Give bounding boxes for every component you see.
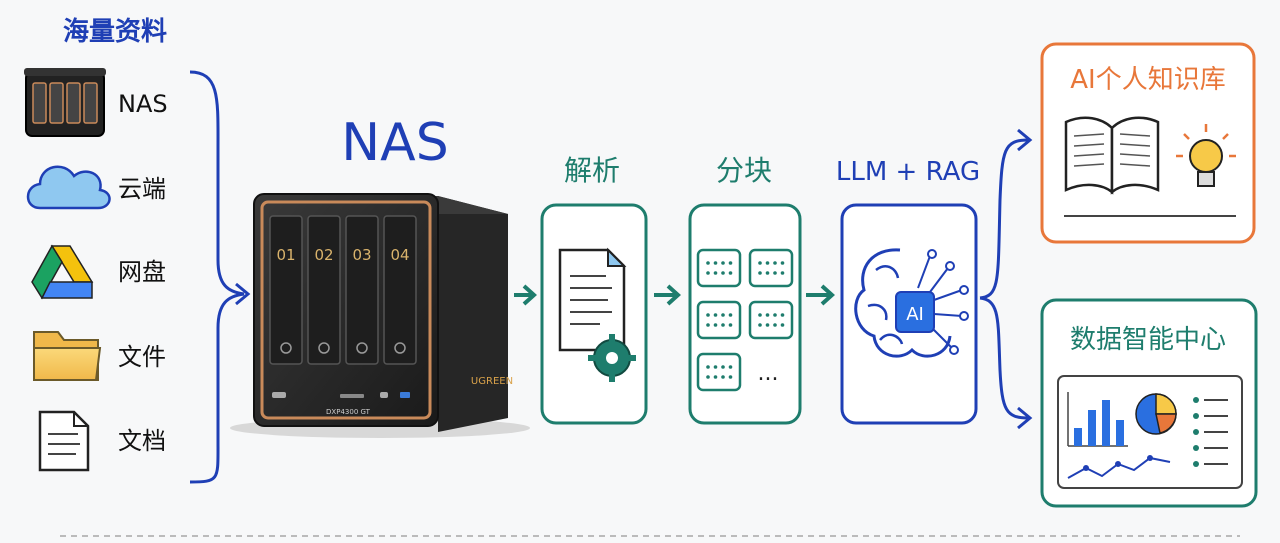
chunk-dot xyxy=(765,323,770,327)
chunk-dot xyxy=(713,323,718,327)
nas-title: NAS xyxy=(341,113,448,173)
chunks-icon xyxy=(696,248,794,392)
chunk-dot xyxy=(721,375,725,379)
chunk-dot xyxy=(758,313,762,317)
document-icon xyxy=(38,410,90,472)
sources-brace xyxy=(189,70,245,484)
chunk-dot xyxy=(780,271,785,275)
chunk-dot xyxy=(728,313,733,317)
source-label-document: 文档 xyxy=(118,427,166,455)
chunk-dot xyxy=(721,261,725,265)
chunk-tile xyxy=(696,300,742,340)
nas-icon xyxy=(24,68,106,137)
chunk-dot xyxy=(721,313,725,317)
nas-model: DXP4300 GT xyxy=(326,408,371,416)
chunk-dot xyxy=(773,313,777,317)
nas-brand: UGREEN xyxy=(471,376,513,387)
chunk-tile xyxy=(696,352,742,392)
source-label-nas: NAS xyxy=(118,90,168,118)
chunk-dot xyxy=(706,271,710,275)
source-label-cloud: 云端 xyxy=(118,175,166,203)
bay-label-1: 01 xyxy=(276,246,295,264)
folder-icon xyxy=(33,331,102,381)
arrow-nas-to-parse xyxy=(514,284,537,306)
chunk-dot xyxy=(728,271,733,275)
chunk-dot xyxy=(758,271,762,275)
chunk-dot xyxy=(728,375,733,379)
source-label-drive: 网盘 xyxy=(118,258,166,286)
chunk-dot xyxy=(758,261,762,265)
chunk-dot xyxy=(780,261,785,265)
arrow-parse-to-chunk xyxy=(654,284,681,306)
chunk-dot xyxy=(728,261,733,265)
arrow-chunk-to-llm xyxy=(806,284,835,306)
chunk-dot xyxy=(721,323,725,327)
brace-arrow xyxy=(235,282,251,306)
parse-document-gear-icon xyxy=(558,247,636,382)
chunk-dot xyxy=(758,323,762,327)
chunk-dot xyxy=(706,261,710,265)
chunk-dot xyxy=(773,271,777,275)
chunk-dot xyxy=(713,271,718,275)
bay-label-2: 02 xyxy=(314,246,333,264)
chunk-dot xyxy=(713,375,718,379)
book-lightbulb-icon xyxy=(1064,116,1236,217)
chunk-dot xyxy=(721,271,725,275)
chunk-dot xyxy=(706,365,710,369)
chunk-dot xyxy=(713,261,718,265)
source-label-folder: 文件 xyxy=(118,343,166,371)
chunk-dot xyxy=(706,375,710,379)
cloud-icon xyxy=(26,165,111,210)
bay-label-4: 04 xyxy=(390,246,409,264)
chunks-more: ... xyxy=(758,361,779,386)
bay-label-3: 03 xyxy=(352,246,371,264)
chunk-dot xyxy=(721,365,725,369)
chunk-dot xyxy=(706,323,710,327)
output-label-knowledge: AI个人知识库 xyxy=(1070,65,1225,95)
output-label-datacenter: 数据智能中心 xyxy=(1070,325,1226,355)
chunk-tile xyxy=(748,248,794,288)
ai-chip-label: AI xyxy=(906,304,924,325)
chunk-dot xyxy=(713,365,718,369)
chunk-dot xyxy=(765,271,770,275)
chunk-dot xyxy=(728,365,733,369)
chunk-dot xyxy=(765,313,770,317)
chunk-dot xyxy=(765,261,770,265)
chunk-dot xyxy=(706,313,710,317)
stage-label-chunk: 分块 xyxy=(716,154,772,187)
chunk-dot xyxy=(728,323,733,327)
sources-title: 海量资料 xyxy=(63,17,167,47)
chunk-dot xyxy=(713,313,718,317)
dashboard-icon xyxy=(1057,375,1243,489)
chunk-dot xyxy=(773,323,777,327)
chunk-dot xyxy=(773,261,777,265)
stage-label-llm: LLM + RAG xyxy=(836,157,980,187)
branch-arrows xyxy=(979,128,1033,430)
nas-device: 01 02 03 04 DXP4300 GT UGREEN xyxy=(230,193,530,438)
ai-brain-icon: AI xyxy=(854,248,969,358)
chunk-tile xyxy=(748,300,794,340)
chunk-dot xyxy=(780,323,785,327)
chunk-dot xyxy=(780,313,785,317)
stage-label-parse: 解析 xyxy=(564,154,620,187)
chunk-tile xyxy=(696,248,742,288)
drive-icon xyxy=(31,244,94,300)
